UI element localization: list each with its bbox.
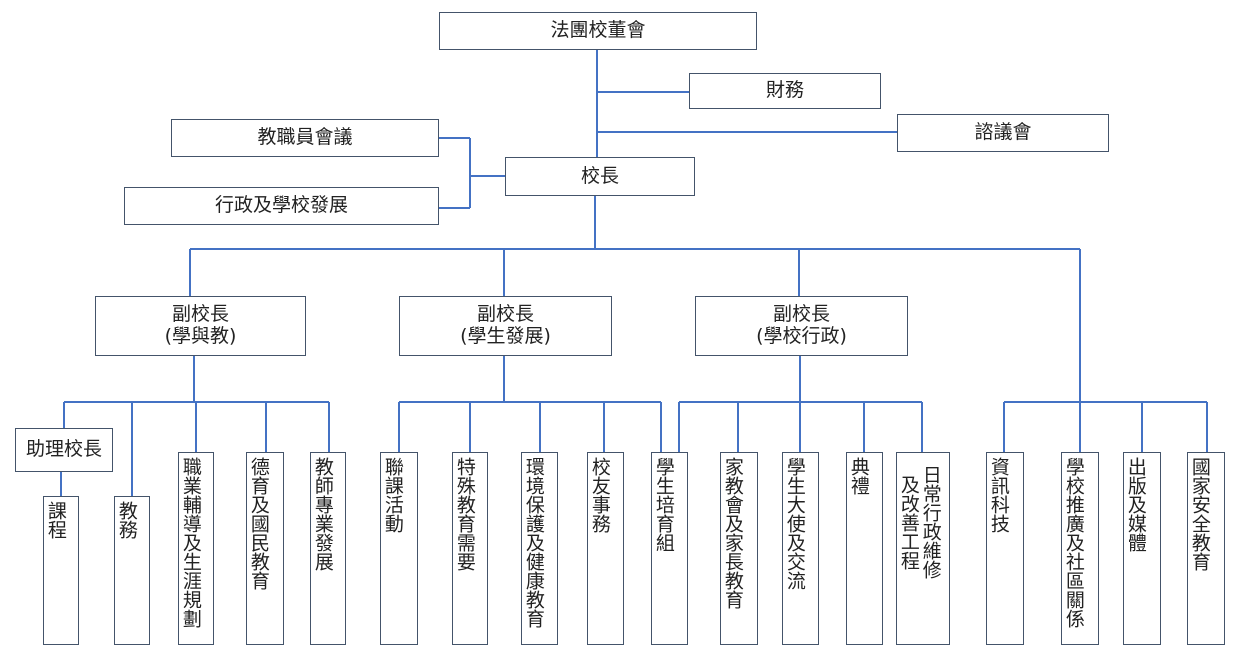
unit-curriculum: 課程 — [43, 496, 79, 645]
unit-label: 教務 — [115, 501, 138, 539]
board-box: 法團校董會 — [439, 12, 757, 50]
unit-teacher-dev: 教師專業發展 — [310, 452, 346, 645]
advisory-label: 諮議會 — [974, 121, 1032, 144]
unit-ambassador: 學生大使及交流 — [782, 452, 819, 645]
assistant-principal-label: 助理校長 — [25, 438, 102, 461]
unit-student-training: 學生培育組 — [651, 452, 688, 645]
unit-label: 學生大使及交流 — [783, 457, 806, 590]
unit-pta: 家教會及家長教育 — [720, 452, 758, 645]
unit-label: 資訊科技 — [987, 457, 1010, 533]
unit-moral: 德育及國民教育 — [246, 452, 284, 645]
assistant-principal-box: 助理校長 — [15, 428, 113, 472]
vice-principal-student-box: 副校長 (學生發展) — [399, 296, 612, 356]
unit-label: 特殊教育需要 — [453, 457, 476, 571]
unit-label: 典禮 — [847, 457, 870, 495]
principal-box: 校長 — [505, 157, 695, 196]
principal-label: 校長 — [580, 164, 619, 187]
unit-label: 出版及媒體 — [1124, 457, 1147, 552]
unit-label: 聯課活動 — [381, 457, 404, 533]
finance-label: 財務 — [765, 79, 804, 102]
unit-security: 國家安全教育 — [1187, 452, 1225, 645]
vp-title: 副校長 — [171, 303, 229, 326]
unit-publication: 出版及媒體 — [1123, 452, 1161, 645]
vp-title: 副校長 — [476, 303, 534, 326]
unit-daily-admin: 日常行政維修及改善工程 — [896, 452, 950, 645]
vp-subtitle: (學與教) — [164, 325, 237, 347]
unit-label: 學校推廣及社區關係 — [1062, 457, 1085, 628]
unit-environment: 環境保護及健康教育 — [521, 452, 558, 645]
unit-ceremony: 典禮 — [846, 452, 883, 645]
unit-label: 課程 — [44, 501, 67, 539]
unit-academic: 教務 — [114, 496, 150, 645]
unit-label: 國家安全教育 — [1188, 457, 1211, 571]
unit-label: 德育及國民教育 — [247, 457, 270, 590]
unit-label: 日常行政維修及改善工程 — [897, 465, 942, 579]
unit-label: 教師專業發展 — [311, 457, 334, 571]
vp-subtitle: (學校行政) — [756, 325, 847, 347]
unit-extracurricular: 聯課活動 — [380, 452, 418, 645]
advisory-box: 諮議會 — [897, 114, 1109, 152]
unit-it: 資訊科技 — [986, 452, 1024, 645]
admin-dev-box: 行政及學校發展 — [124, 187, 439, 225]
unit-label: 校友事務 — [588, 457, 611, 533]
unit-sen: 特殊教育需要 — [452, 452, 488, 645]
unit-label: 環境保護及健康教育 — [522, 457, 545, 628]
vice-principal-teaching-box: 副校長 (學與教) — [95, 296, 306, 356]
unit-label: 職業輔導及生涯規劃 — [179, 457, 202, 628]
finance-box: 財務 — [689, 73, 881, 109]
staff-meeting-label: 教職員會議 — [257, 126, 353, 149]
unit-promotion: 學校推廣及社區關係 — [1061, 452, 1099, 645]
admin-dev-label: 行政及學校發展 — [214, 194, 348, 217]
staff-meeting-box: 教職員會議 — [171, 119, 439, 157]
unit-alumni: 校友事務 — [587, 452, 624, 645]
board-label: 法團校董會 — [550, 19, 646, 42]
unit-careers: 職業輔導及生涯規劃 — [178, 452, 214, 645]
vp-title: 副校長 — [772, 303, 830, 326]
vice-principal-admin-box: 副校長 (學校行政) — [695, 296, 908, 356]
unit-label: 家教會及家長教育 — [721, 457, 744, 609]
unit-label: 學生培育組 — [652, 457, 675, 552]
vp-subtitle: (學生發展) — [460, 325, 551, 347]
